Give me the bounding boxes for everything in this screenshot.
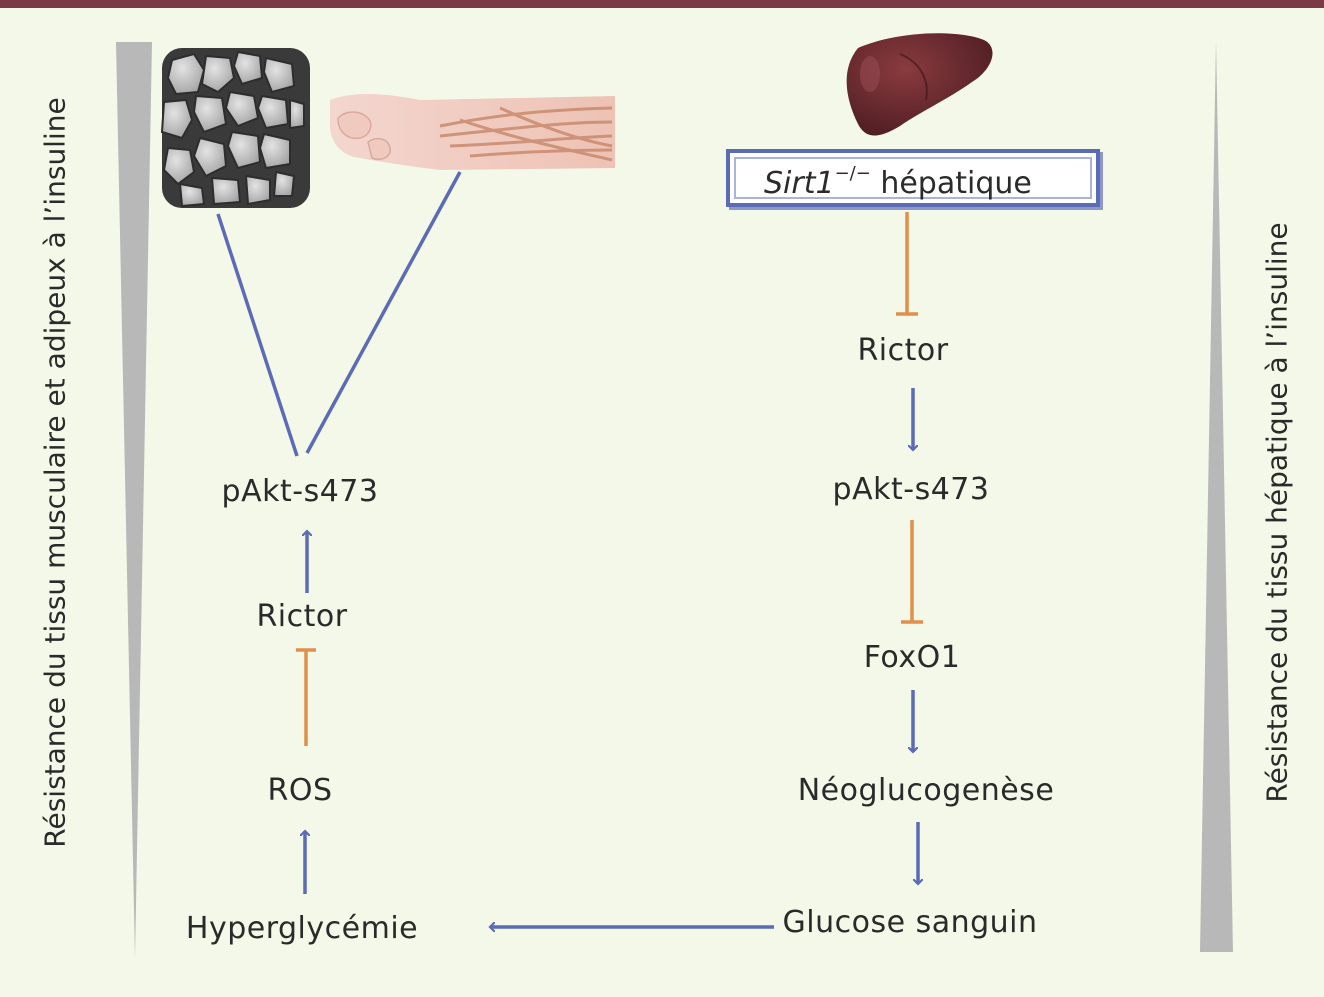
sirt1-superscript: −/− — [834, 163, 871, 184]
left-axis-label: Résistance du tissu musculaire et adipeu… — [38, 96, 72, 848]
inhibit-sirt1-rictor — [896, 212, 918, 316]
forearm-muscle-icon — [329, 94, 615, 170]
right-gradient-wedge — [1200, 40, 1233, 952]
left-pakt-label: pAkt-s473 — [221, 474, 379, 509]
right-pakt-label: pAkt-s473 — [832, 472, 990, 507]
inhibit-ros-rictor — [296, 648, 316, 746]
blood-glucose-label: Glucose sanguin — [782, 905, 1038, 940]
neoglucogenesis-label: Néoglucogenèse — [797, 773, 1055, 808]
right-rictor-label: Rictor — [857, 333, 949, 368]
top-bar — [0, 0, 1324, 8]
liver-icon — [846, 33, 993, 136]
left-gradient-wedge — [116, 42, 152, 958]
hyperglycemia-label: Hyperglycémie — [185, 911, 419, 946]
adipose-tissue-icon — [160, 48, 310, 208]
line-muscle-to-pakt — [305, 171, 462, 454]
right-axis-label: Résistance du tissu hépatique à l’insuli… — [1260, 221, 1294, 803]
sirt1-suffix: hépatique — [870, 166, 1032, 201]
line-adipose-to-pakt — [216, 213, 299, 457]
foxo1-label: FoxO1 — [863, 640, 961, 675]
sirt1-hepatic-box: Sirt1−/− hépatique — [726, 149, 1100, 207]
inhibit-pakt-foxo1 — [901, 520, 923, 624]
left-rictor-label: Rictor — [256, 599, 348, 634]
sirt1-label: Sirt1−/− hépatique — [764, 163, 1032, 201]
ros-label: ROS — [267, 773, 333, 808]
sirt1-gene: Sirt1 — [764, 166, 835, 201]
